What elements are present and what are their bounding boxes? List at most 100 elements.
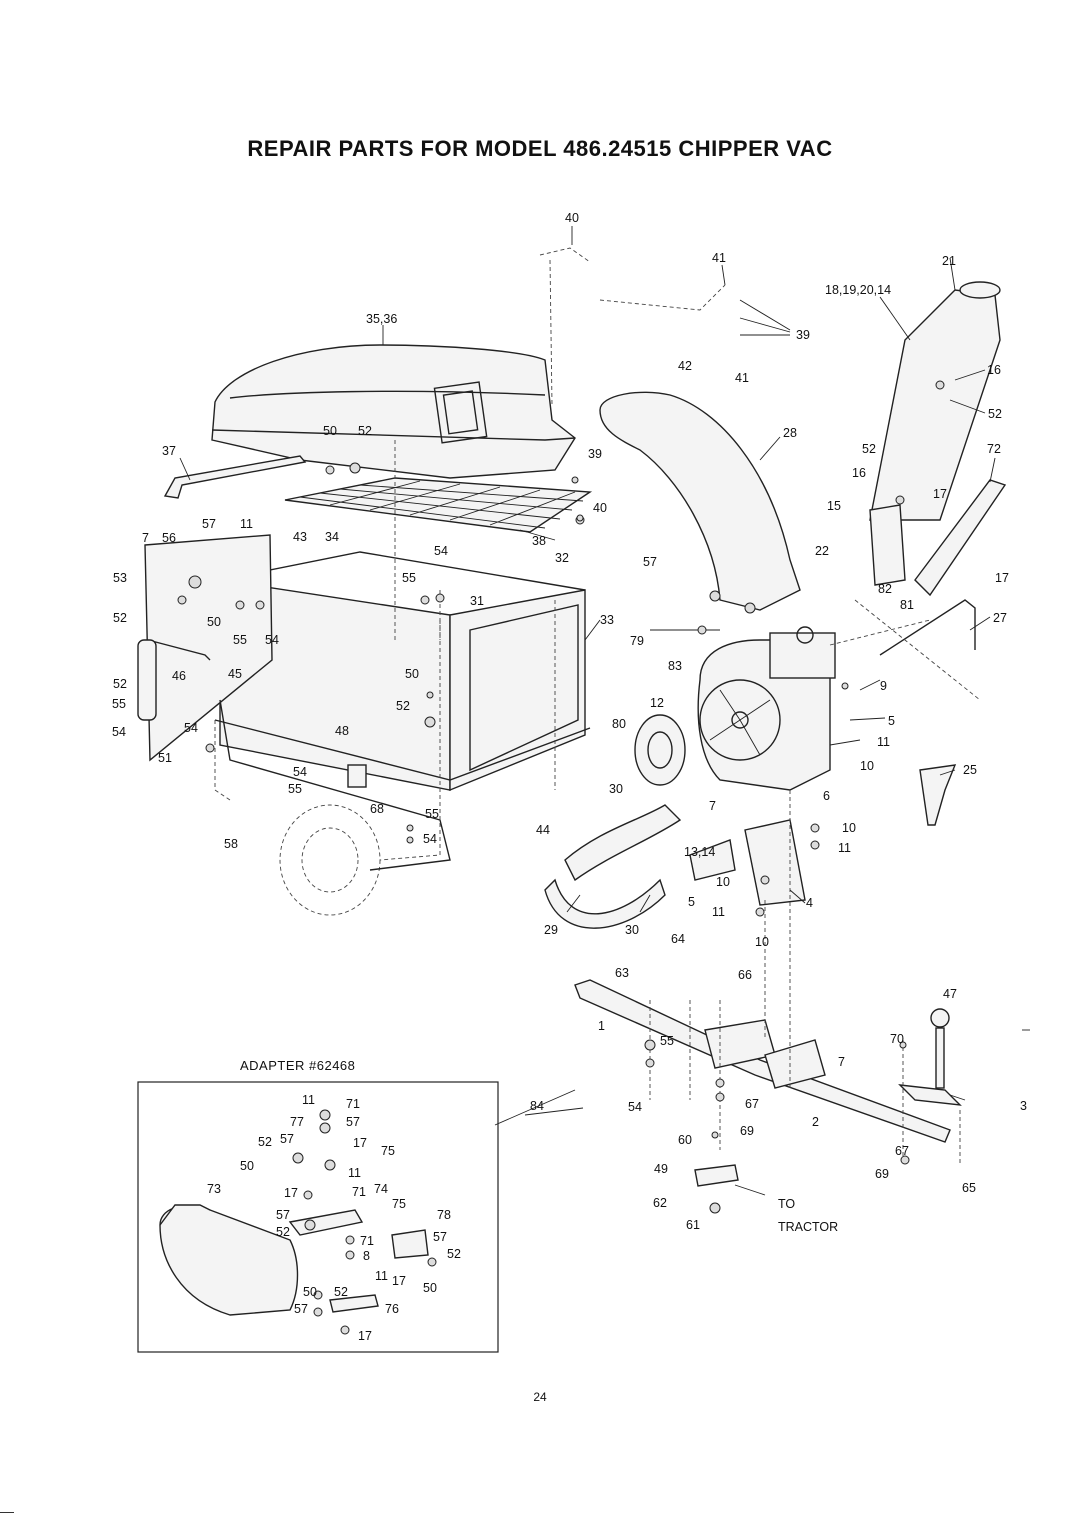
callout-62: 62 <box>653 1196 667 1210</box>
callout-79: 79 <box>630 634 644 648</box>
flex-hose-upper <box>564 804 682 882</box>
adapter-callout-11: 11 <box>302 1093 315 1107</box>
callout-66: 66 <box>738 968 752 982</box>
hinge-post <box>137 639 157 721</box>
callout-80: 80 <box>612 717 626 731</box>
callout-52: 52 <box>358 424 372 438</box>
callout-63: 63 <box>615 966 629 980</box>
callout-39: 39 <box>796 328 810 342</box>
callout-54: 54 <box>184 721 198 735</box>
callout-28: 28 <box>783 426 797 440</box>
adapter-callout-57: 57 <box>276 1208 290 1222</box>
callout-labels: 40 41 21 18,19,20,14 35,36 39 42 41 16 5… <box>112 211 1027 1343</box>
adapter-callout-71: 71 <box>360 1234 374 1248</box>
callout-54: 54 <box>434 544 448 558</box>
callout-50: 50 <box>405 667 419 681</box>
callout-29: 29 <box>544 923 558 937</box>
callout-50: 50 <box>207 615 221 629</box>
callout-72: 72 <box>987 442 1001 456</box>
page-number: 24 <box>533 1390 547 1404</box>
page-title: REPAIR PARTS FOR MODEL 486.24515 CHIPPER… <box>247 136 833 161</box>
hitch-plate <box>694 1164 739 1187</box>
callout-45: 45 <box>228 667 242 681</box>
adapter-callout-52: 52 <box>258 1135 272 1149</box>
adapter-callout-50: 50 <box>423 1281 437 1295</box>
callout-60: 60 <box>678 1133 692 1147</box>
latch-rod <box>147 639 211 661</box>
adapter-callout-74: 74 <box>374 1182 388 1196</box>
margin-mark <box>0 1512 14 1513</box>
side-rail <box>163 455 307 499</box>
callout-54: 54 <box>628 1100 642 1114</box>
chute-collar <box>869 504 906 586</box>
callout-15: 15 <box>827 499 841 513</box>
callout-84: 84 <box>530 1099 544 1113</box>
main-frame <box>574 979 951 1143</box>
adapter-callout-17: 17 <box>392 1274 406 1288</box>
adapter-callout-76: 76 <box>385 1302 399 1316</box>
callout-56: 56 <box>162 531 176 545</box>
callout-2: 2 <box>812 1115 819 1129</box>
callout-1: 1 <box>598 1019 605 1033</box>
callout-16: 16 <box>987 363 1001 377</box>
assembly-guide-lines <box>214 247 981 1165</box>
callout-11: 11 <box>838 841 851 855</box>
callout-55: 55 <box>402 571 416 585</box>
adapter-callout-57: 57 <box>294 1302 308 1316</box>
callout-10: 10 <box>842 821 856 835</box>
callout-10: 10 <box>755 935 769 949</box>
callout-21: 21 <box>942 254 956 268</box>
callout-13-14: 13,14 <box>684 845 715 859</box>
callout-16: 16 <box>852 466 866 480</box>
adapter-callout-77: 77 <box>290 1115 304 1129</box>
callout-82: 82 <box>878 582 892 596</box>
callout-67: 67 <box>895 1144 909 1158</box>
callout-42: 42 <box>678 359 692 373</box>
callout-54: 54 <box>265 633 279 647</box>
blower-housing <box>697 626 836 791</box>
adapter-callout-71: 71 <box>346 1097 360 1111</box>
callout-33: 33 <box>600 613 614 627</box>
callout-47: 47 <box>943 987 957 1001</box>
callout-55: 55 <box>233 633 247 647</box>
adapter-box <box>137 1081 499 1353</box>
adapter-callout-73: 73 <box>207 1182 221 1196</box>
callout-5: 5 <box>688 895 695 909</box>
callout-55: 55 <box>288 782 302 796</box>
callout-54: 54 <box>423 832 437 846</box>
callout-37: 37 <box>162 444 176 458</box>
callout-6: 6 <box>823 789 830 803</box>
callout-48: 48 <box>335 724 349 738</box>
adapter-callout-17: 17 <box>353 1136 367 1150</box>
callout-52: 52 <box>113 611 127 625</box>
callout-52: 52 <box>988 407 1002 421</box>
callout-81: 81 <box>900 598 914 612</box>
adapter-callout-57: 57 <box>346 1115 360 1129</box>
adapter-callout-17: 17 <box>358 1329 372 1343</box>
callout-58: 58 <box>224 837 238 851</box>
callout-11: 11 <box>712 905 725 919</box>
adapter-callout-50: 50 <box>303 1285 317 1299</box>
callout-25: 25 <box>963 763 977 777</box>
callout-11: 11 <box>240 517 253 531</box>
callout-18-19-20-14: 18,19,20,14 <box>825 283 891 297</box>
callout-22: 22 <box>815 544 829 558</box>
cart-wheel <box>279 804 381 916</box>
frame-plate <box>704 1019 776 1069</box>
hardware-fasteners <box>177 380 945 1214</box>
adapter-callout-50: 50 <box>240 1159 254 1173</box>
adapter-title: ADAPTER #62468 <box>240 1058 356 1073</box>
callout-55: 55 <box>660 1034 674 1048</box>
callout-7: 7 <box>838 1055 845 1069</box>
callout-46: 46 <box>172 669 186 683</box>
callout-tractor: TRACTOR <box>778 1220 838 1234</box>
callout-55: 55 <box>425 807 439 821</box>
adapter-callout-57: 57 <box>280 1132 294 1146</box>
callout-55: 55 <box>112 697 126 711</box>
callout-50: 50 <box>323 424 337 438</box>
adapter-callout-8: 8 <box>363 1249 370 1263</box>
callout-10: 10 <box>860 759 874 773</box>
callout-51: 51 <box>158 751 172 765</box>
callout-5: 5 <box>888 714 895 728</box>
